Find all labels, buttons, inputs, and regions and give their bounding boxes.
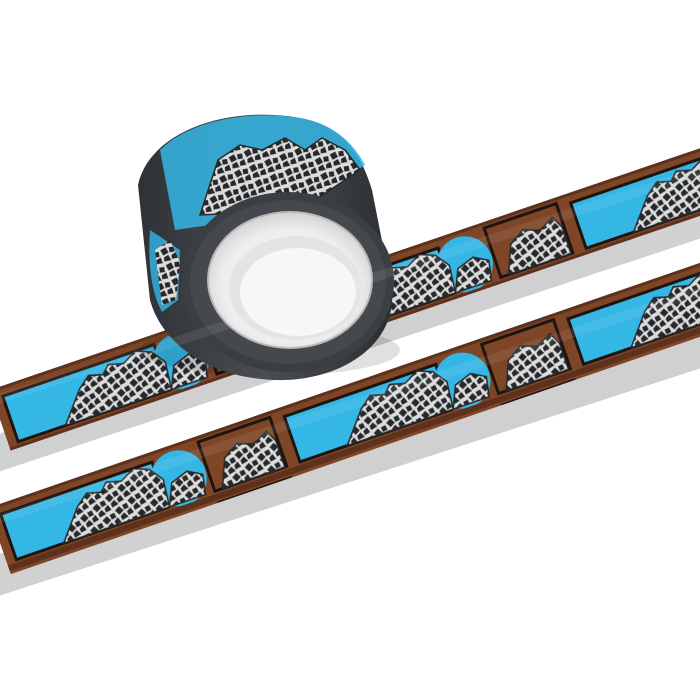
tape-strip-front: [0, 247, 700, 575]
tape-roll: [138, 114, 394, 381]
